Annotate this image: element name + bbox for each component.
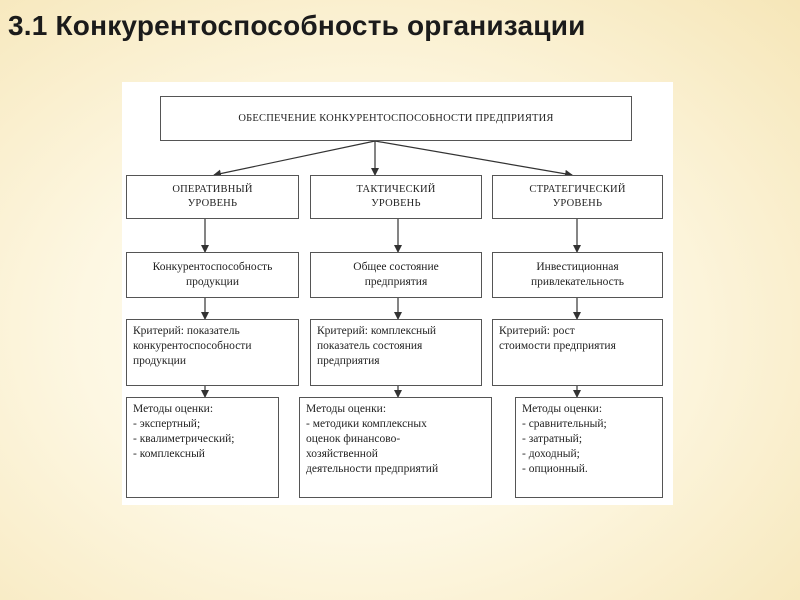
criterion-strategic-box: Критерий: рост стоимости предприятия xyxy=(492,319,663,386)
level-tactical-box: Тактический уровень xyxy=(310,175,482,219)
methods-operative-box: Методы оценки: - экспертный; - квалиметр… xyxy=(126,397,279,498)
methods-tactical-box: Методы оценки: - методики комплексных оц… xyxy=(299,397,492,498)
indicator-tactical-box: Общее состояние предприятия xyxy=(310,252,482,298)
level-strategic-box: Стратегический уровень xyxy=(492,175,663,219)
indicator-strategic-box: Инвестиционная привлекательность xyxy=(492,252,663,298)
methods-strategic-box: Методы оценки: - сравнительный; - затрат… xyxy=(515,397,663,498)
criterion-operative-box: Критерий: показатель конкурентоспособнос… xyxy=(126,319,299,386)
criterion-tactical-box: Критерий: комплексный показатель состоян… xyxy=(310,319,482,386)
level-operative-box: Оперативный уровень xyxy=(126,175,299,219)
slide-title: 3.1 Конкурентоспособность организации xyxy=(8,10,586,41)
root-box: Обеспечение конкурентоспособности предпр… xyxy=(160,96,632,141)
indicator-operative-box: Конкурентоспособность продукции xyxy=(126,252,299,298)
